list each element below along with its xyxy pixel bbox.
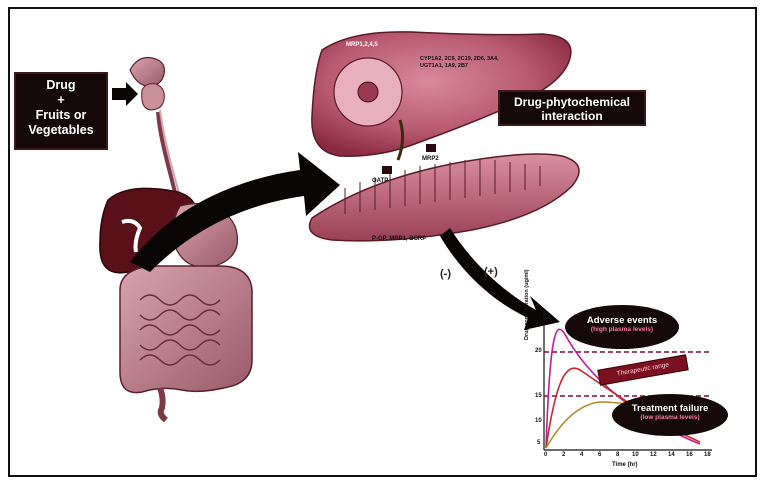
adverse-title: Adverse events xyxy=(565,315,679,326)
enterocyte-band xyxy=(310,154,580,241)
enterocyte-text-right: MRP2 xyxy=(422,156,439,162)
drug-label-line1: Drug xyxy=(16,78,106,93)
drug-label-line3: Fruits or xyxy=(16,108,106,123)
xtick-4: 4 xyxy=(580,452,583,458)
intake-arrow xyxy=(112,82,138,106)
ytick-10: 10 xyxy=(535,418,542,424)
plus-sign: (+) xyxy=(484,266,498,278)
xtick-6: 6 xyxy=(598,452,601,458)
interaction-label-line1: Drug-phytochemical xyxy=(500,95,644,109)
xtick-18: 18 xyxy=(704,452,711,458)
mouth-icon xyxy=(130,58,164,87)
failure-title: Treatment failure xyxy=(612,403,728,414)
rectum-icon xyxy=(160,388,166,420)
liver-text-left: MRP1,2,4,5 xyxy=(346,42,378,48)
failure-sub: (low plasma levels) xyxy=(612,414,728,422)
enterocyte-text-left: OATP xyxy=(372,178,388,184)
drug-label-line4: Vegetables xyxy=(16,123,106,138)
xtick-10: 10 xyxy=(632,452,639,458)
ytick-5: 5 xyxy=(537,440,540,446)
interaction-label-line2: interaction xyxy=(500,109,644,123)
outcome-arrow xyxy=(440,228,560,330)
ytick-20: 20 xyxy=(535,348,542,354)
xtick-16: 16 xyxy=(686,452,693,458)
drug-food-label: Drug + Fruits or Vegetables xyxy=(14,72,108,150)
adverse-events-badge: Adverse events (high plasma levels) xyxy=(565,305,679,349)
liver-text-right: CYP1A2, 2C9, 2C19, 2D6, 3A4, UGT1A1, 1A9… xyxy=(420,56,510,70)
graph-ylabel: Drug concentration (ug/ml) xyxy=(524,269,530,340)
ytick-15: 15 xyxy=(535,393,542,399)
adverse-sub: (high plasma levels) xyxy=(565,326,679,334)
xtick-2: 2 xyxy=(562,452,565,458)
xtick-14: 14 xyxy=(668,452,675,458)
xtick-8: 8 xyxy=(616,452,619,458)
xtick-0: 0 xyxy=(544,452,547,458)
graph-xlabel: Time (hr) xyxy=(612,462,638,468)
enterocyte-illustration xyxy=(310,144,580,241)
minus-sign: (-) xyxy=(440,268,451,280)
interaction-label: Drug-phytochemical interaction xyxy=(498,90,646,126)
xtick-12: 12 xyxy=(650,452,657,458)
enterocyte-text-bottom: P-GP, MRP1, BCRP xyxy=(372,236,426,242)
treatment-failure-badge: Treatment failure (low plasma levels) xyxy=(612,394,728,436)
drug-label-line2: + xyxy=(16,93,106,108)
